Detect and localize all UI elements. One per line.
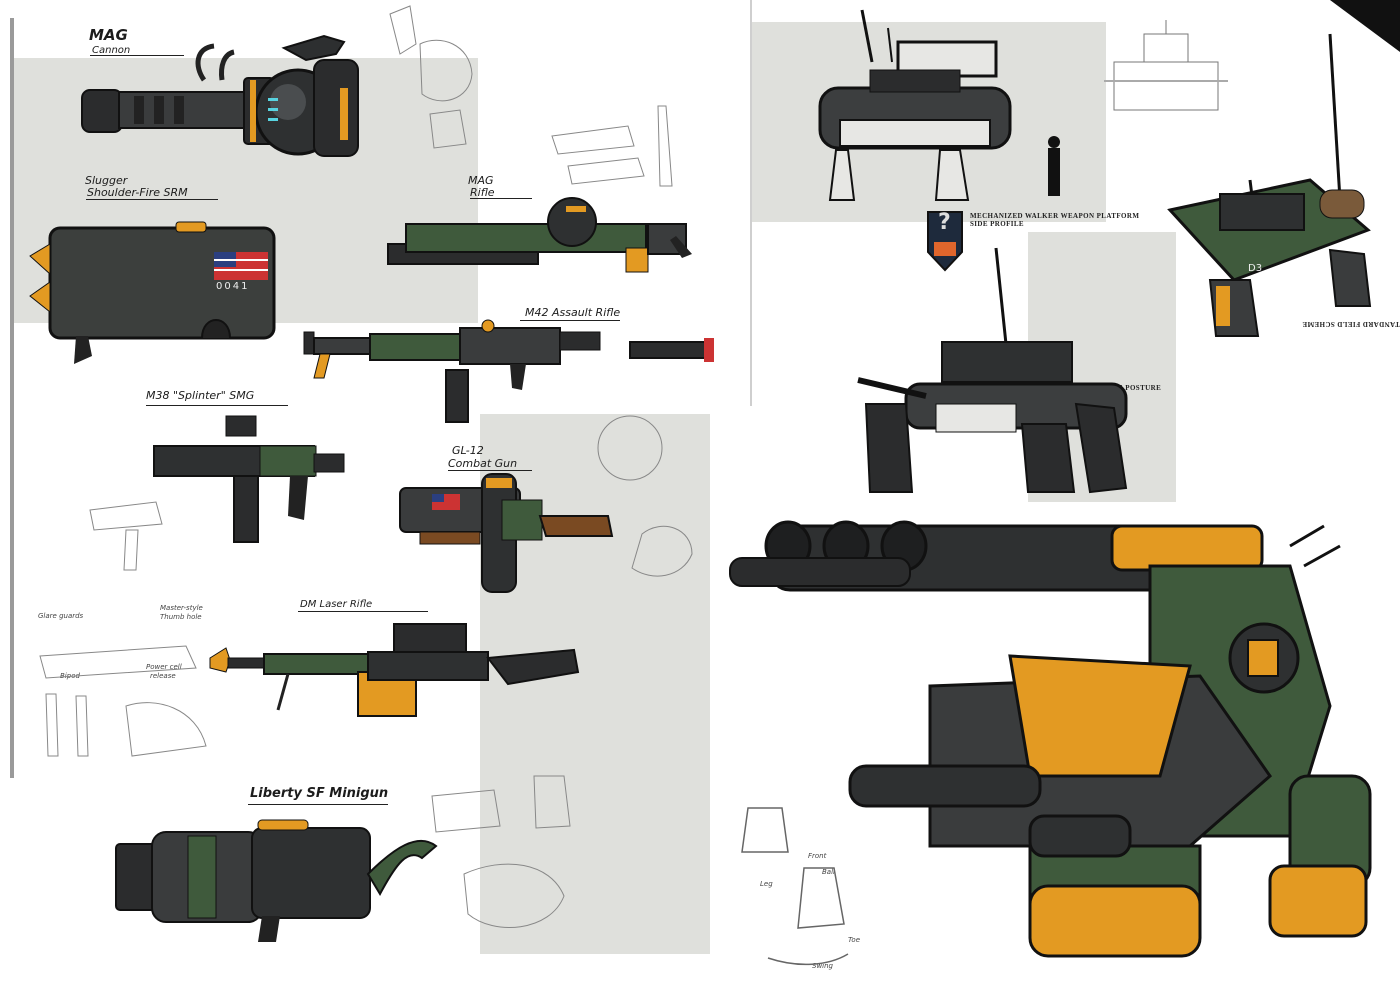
note-toe: Toe (848, 936, 861, 944)
slugger-subtitle: Shoulder-Fire SRM (87, 186, 188, 199)
walker-side-profile-illustration (818, 9, 1060, 201)
pencil-sketch-gl12 (597, 415, 693, 577)
gl12-underline (448, 470, 532, 471)
m42-title: M42 Assault Rifle (525, 306, 621, 319)
minigun-underline (248, 804, 388, 805)
walker-battle-posture-illustration (857, 247, 1128, 494)
pencil-sketch-cannon (389, 5, 473, 149)
m38-smg-illustration (153, 415, 345, 543)
minigun-illustration (115, 819, 438, 942)
squad-emblem-symbol: ? (938, 210, 951, 235)
dm-laser-title: DM Laser Rifle (300, 599, 373, 610)
gl12-illustration (399, 473, 614, 593)
minigun-title: Liberty SF Minigun (250, 786, 389, 801)
gl12-subtitle: Combat Gun (448, 457, 518, 470)
mag-cannon-underline (90, 55, 184, 56)
mag-cannon-subtitle: Cannon (92, 45, 131, 56)
walker-perspective-illustration (1167, 33, 1372, 337)
note-front: Front (808, 852, 827, 860)
walker-side-caption: Mechanized Walker Weapon Platform Side P… (970, 212, 1140, 228)
gl12-title: GL-12 (452, 444, 484, 457)
note-swing: Swing (812, 962, 833, 970)
walker-hull-code: D3 (1248, 263, 1263, 274)
squad-emblem-icon (927, 211, 963, 272)
slugger-title: Slugger (85, 174, 128, 187)
mag-rifle-underline (470, 198, 532, 199)
note-master-style: Master-style (160, 604, 203, 612)
pencil-sketch-minigun (431, 775, 571, 929)
slugger-underline (86, 199, 218, 200)
m38-title: M38 "Splinter" SMG (146, 389, 255, 402)
pencil-sketch-rifles (551, 105, 673, 187)
m38-underline (146, 405, 288, 406)
mag-rifle-illustration (387, 197, 692, 273)
mag-rifle-subtitle: Rifle (470, 186, 495, 199)
pencil-sketch-smg (89, 501, 163, 571)
mag-rifle-title: MAG (468, 174, 494, 187)
m42-rifle-illustration (303, 319, 601, 423)
dm-laser-underline (298, 611, 428, 612)
note-leg: Leg (760, 880, 773, 888)
note-ball: Ball (822, 868, 835, 876)
walker-large-illustration (729, 520, 1372, 958)
pencil-sketch-laser (39, 645, 207, 757)
mag-cannon-title: MAG (89, 26, 128, 44)
mag-cannon-illustration (81, 34, 359, 157)
walker-orthographic-sketch (1104, 20, 1228, 111)
slugger-tag: 0041 (216, 281, 250, 292)
walker-leg-sketch (741, 807, 849, 966)
note-release: release (150, 672, 176, 680)
note-glare-guards: Glare guards (38, 612, 84, 620)
corner-tab-icon (1330, 0, 1400, 52)
m42-attachment-illustration (629, 338, 714, 362)
page-divider (750, 0, 752, 406)
left-page-border (10, 18, 14, 778)
m42-underline (520, 320, 620, 321)
slugger-illustration (29, 221, 276, 364)
note-power-cell: Power cell (146, 663, 182, 671)
dm-laser-illustration (209, 623, 580, 717)
note-thumb-hole: Thumb hole (160, 613, 202, 621)
